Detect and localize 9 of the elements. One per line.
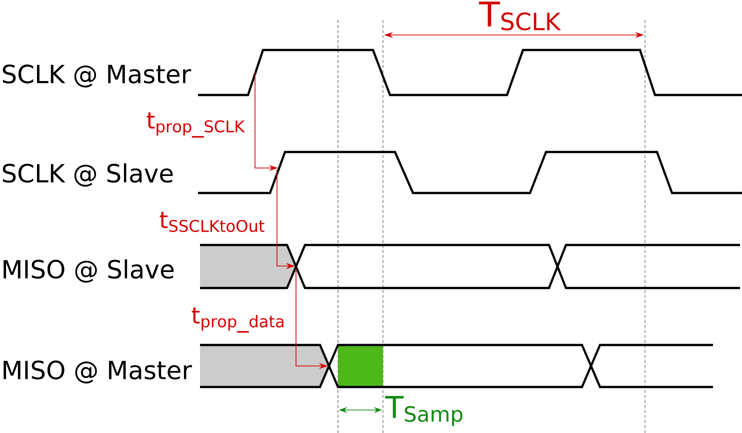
timing-label: $\mathrm{T}_{\mathrm{Samp}}$ xyxy=(385,396,462,426)
timing-label: $\mathrm{t}_{\mathrm{SSCLKtoOut}}$ xyxy=(160,212,264,232)
signal-name: SCLK @ Slave xyxy=(2,163,173,187)
signal-name: SCLK @ Master xyxy=(2,64,192,88)
signal-name: MISO @ Slave xyxy=(4,259,174,283)
timing-label: $\mathrm{T}_{\mathrm{SCLK}}$ xyxy=(478,2,561,30)
timing-label: $\mathrm{t}_{\mathrm{prop\_SCLK}}$ xyxy=(146,112,245,138)
timing-label: $\mathrm{t}_{\mathrm{prop\_data}}$ xyxy=(192,307,284,333)
signal-name: MISO @ Master xyxy=(4,360,192,384)
